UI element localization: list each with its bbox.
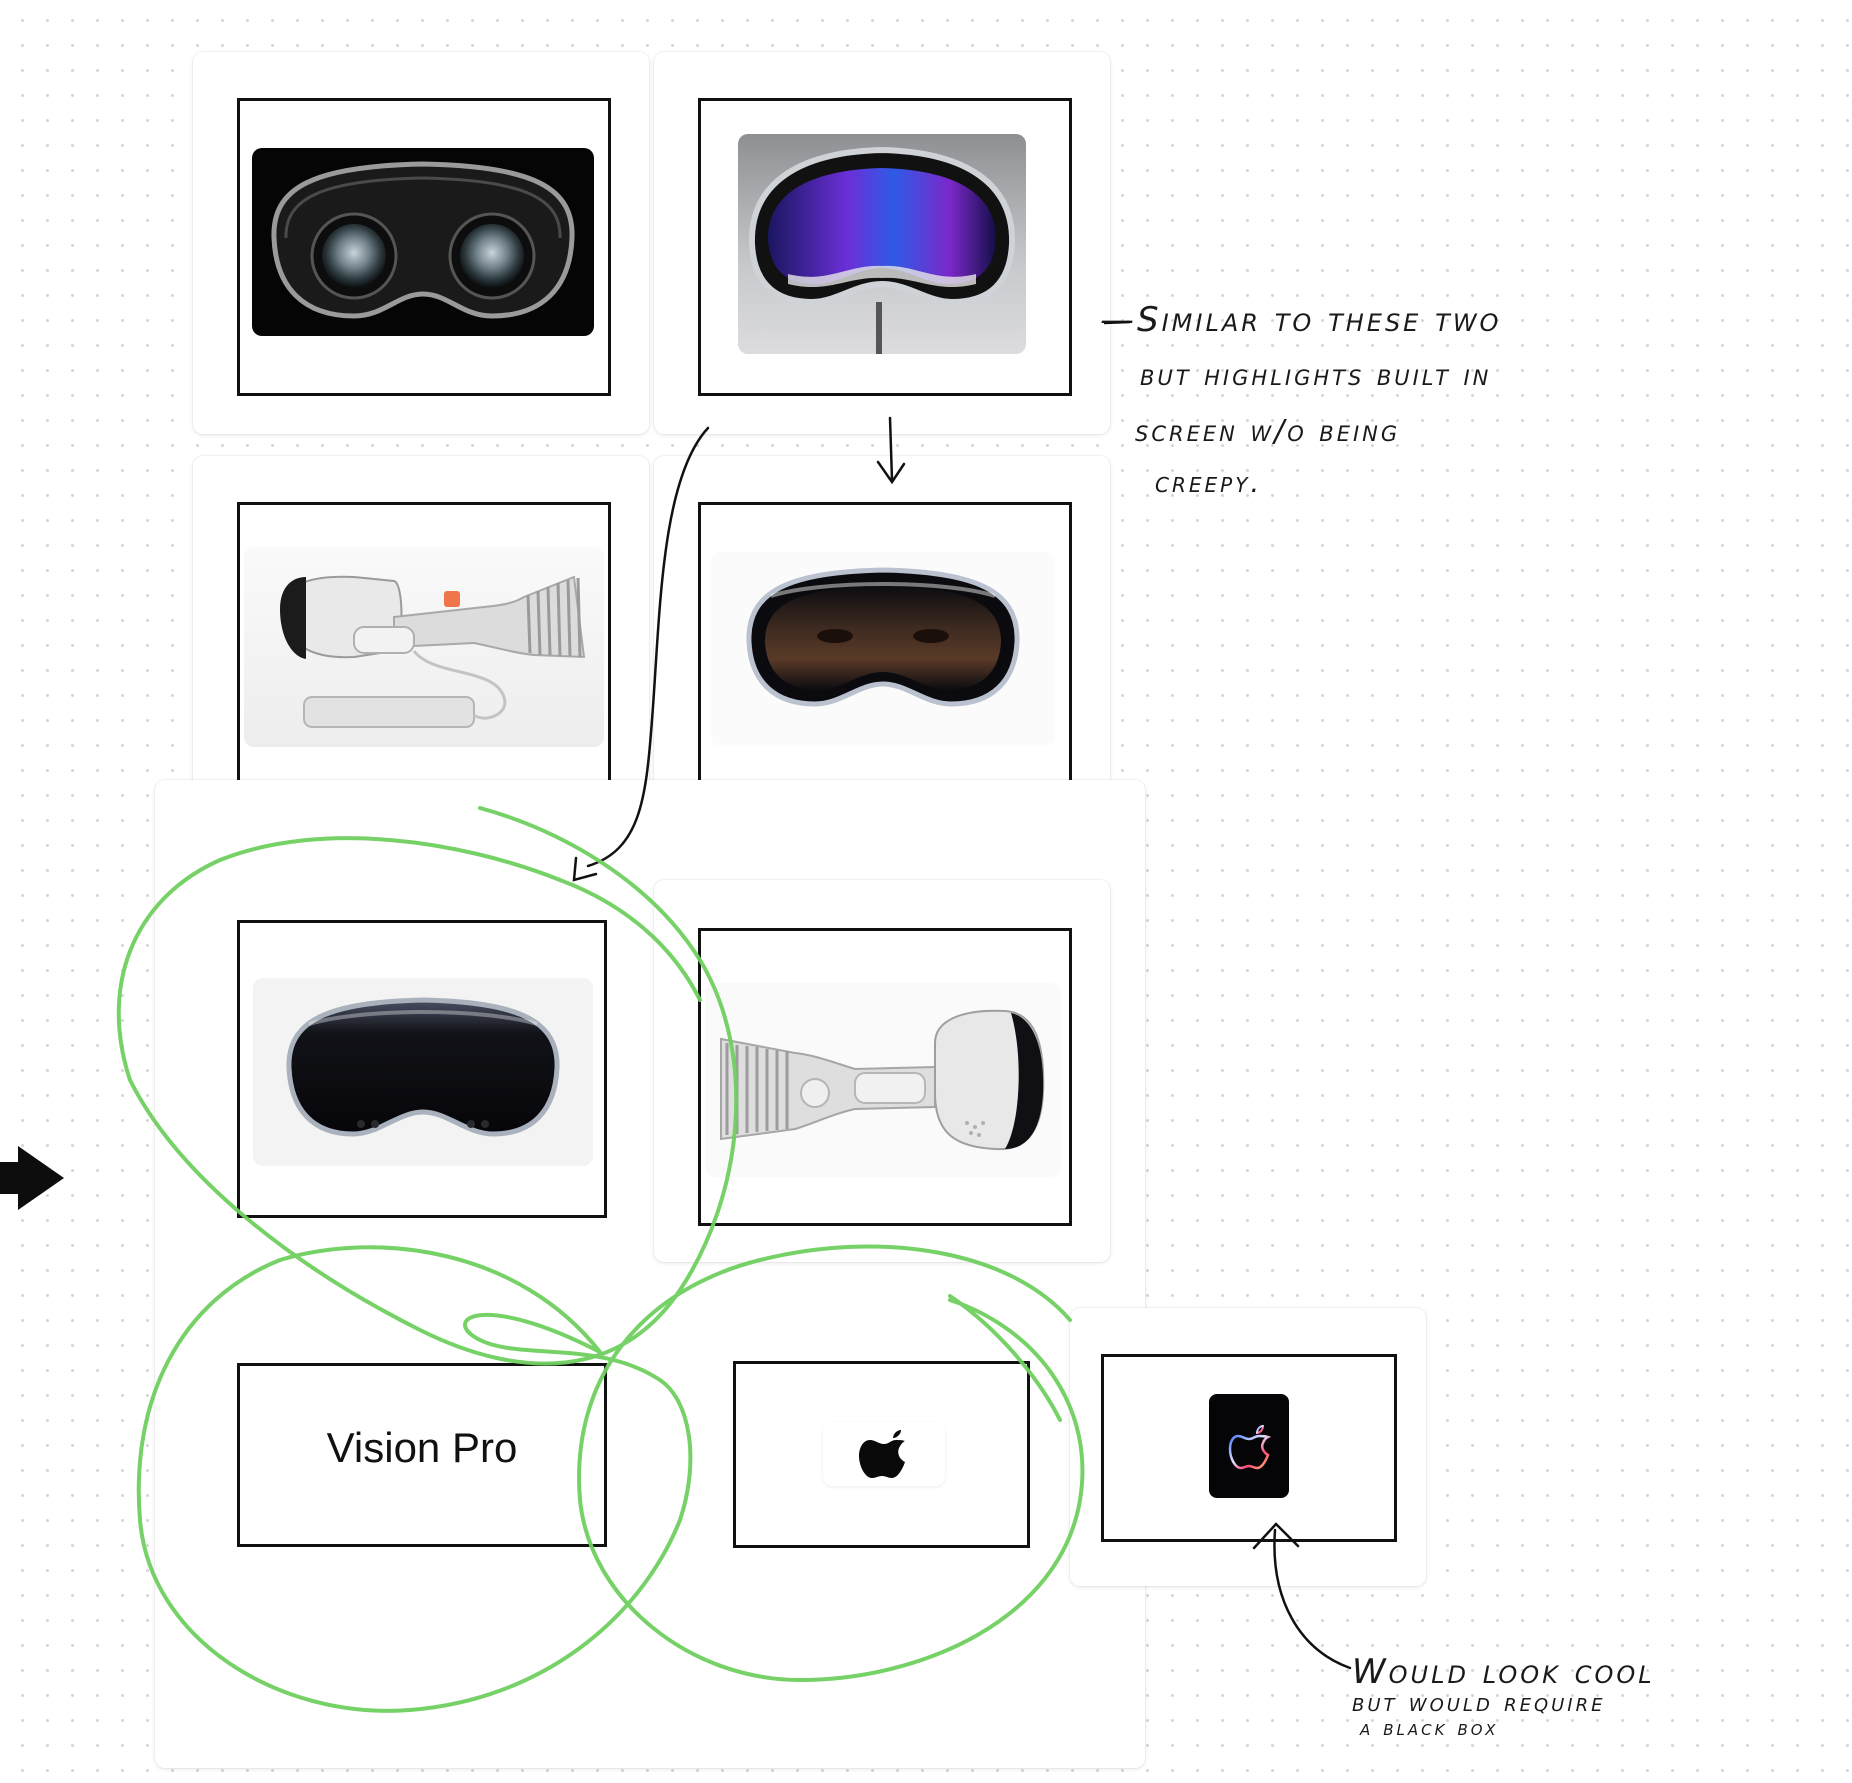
tile-frame [698, 928, 1072, 1226]
tile-frame [698, 98, 1072, 396]
apple-glow-logo-on-black-icon [1209, 1394, 1289, 1498]
tile-frame [698, 502, 1072, 800]
tile-card-4[interactable] [654, 456, 1110, 838]
apple-logo-tile[interactable] [733, 1361, 1030, 1548]
vision-pro-side-with-battery-image [244, 547, 604, 747]
tile-frame-5[interactable] [237, 920, 607, 1218]
tile-card-2[interactable] [654, 52, 1110, 434]
annotation-bottom-line-3: a black box [1360, 1716, 1499, 1741]
annotation-bottom-line-2: but would require [1352, 1688, 1606, 1718]
tile-card-6[interactable] [654, 880, 1110, 1262]
vision-pro-eyesight-display-image [711, 552, 1055, 746]
tile-card-1[interactable] [193, 52, 649, 434]
vision-pro-interior-lenses-image [252, 148, 594, 336]
annotation-top-line-1: —Similar to these two [1100, 300, 1502, 340]
vision-pro-front-display-image [738, 134, 1026, 354]
tile-frame [1101, 1354, 1397, 1542]
vision-pro-front-dark-glass-image [253, 978, 593, 1166]
tile-frame [237, 98, 611, 396]
apple-logo-icon [823, 1422, 945, 1486]
tile-card-9[interactable] [1070, 1308, 1426, 1586]
annotation-top-line-2: but highlights built in [1140, 358, 1492, 393]
tile-frame [237, 502, 611, 800]
vision-pro-wordmark: Vision Pro [326, 1424, 518, 1471]
pointer-arrow-icon [0, 1146, 64, 1210]
annotation-bottom-line-1: Would look cool [1352, 1652, 1655, 1692]
annotation-top-line-3: screen w/o being [1135, 414, 1401, 449]
vision-pro-side-headband-image [705, 983, 1061, 1177]
annotation-top-line-4: creepy. [1155, 466, 1263, 499]
vision-pro-wordmark-tile[interactable]: Vision Pro [237, 1363, 607, 1547]
